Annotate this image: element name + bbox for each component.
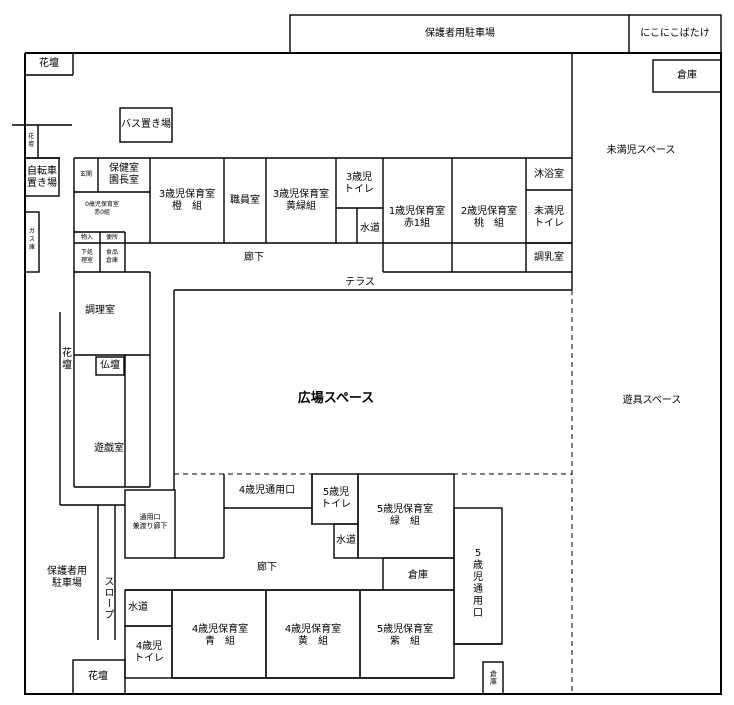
- toilet-3-label: 3歳児 トイレ: [344, 172, 374, 195]
- bicycle-box: [24, 157, 60, 197]
- slope-label: スロープ: [102, 576, 113, 620]
- kitchen-label: 調理室: [85, 305, 115, 316]
- flower-bed-small-label: 花 壇: [27, 133, 35, 148]
- room-5-purple-label: 5歳児保育室 紫 組: [376, 624, 434, 647]
- bicycle-label: 自転車 置き場: [27, 166, 57, 189]
- storage-under-label: 下処 理室: [80, 249, 94, 264]
- gas-label: ガ ス 庫: [28, 228, 36, 251]
- room-3-orange-label: 3歳児保育室 橙 組: [158, 189, 216, 212]
- passage-label: 通用口 兼渡り廊下: [132, 513, 168, 530]
- toilet-under3-label: 未満児 トイレ: [534, 206, 564, 229]
- toilet-small-label: 便所: [105, 234, 119, 241]
- storage-bottom-label: 倉庫: [489, 670, 498, 686]
- flower-bed-top-label: 花壇: [39, 58, 59, 69]
- room-2-label: 2歳児保育室 桃 組: [460, 206, 518, 229]
- entrance-label: 玄関: [79, 171, 93, 178]
- toilet-5-label: 5歳児 トイレ: [321, 487, 351, 510]
- terrace-label: テラス: [345, 277, 375, 288]
- space-under3-label: 未満児スペース: [606, 145, 676, 156]
- gas-box: [24, 211, 40, 273]
- nursery-name-label: にこにこばたけ: [640, 28, 710, 39]
- room-4-blue-label: 4歳児保育室 青 組: [191, 624, 249, 647]
- room-5-green-label: 5歳児保育室 緑 組: [376, 504, 434, 527]
- room-1-label: 1歳児保育室 赤1組: [388, 206, 446, 229]
- storage-small-label: 物入: [80, 234, 94, 241]
- play-equipment-label: 遊具スペース: [622, 395, 682, 406]
- parking-top-label: 保護者用駐車場: [425, 28, 495, 39]
- health-room-label: 保健室 園長室: [109, 163, 139, 186]
- flower-bed-left-label: 花 壇: [62, 348, 72, 371]
- altar-box: [95, 356, 125, 376]
- play-room-label: 遊戯室: [94, 443, 124, 454]
- flower-bed-bottom-box: [72, 659, 126, 695]
- room-3-green-label: 3歳児保育室 黄緑組: [272, 189, 330, 212]
- flower-bed-bottom-label: 花壇: [88, 671, 108, 682]
- bus-stop-box: [119, 107, 173, 143]
- entrance-4-label: 4歳児通用口: [238, 485, 296, 496]
- storage-top-right-box: [652, 59, 722, 93]
- entrance-5-label: 5 歳 児 通 用 口: [473, 548, 483, 619]
- storage-mid-label: 倉庫: [408, 570, 428, 581]
- room-4-yellow-label: 4歳児保育室 黄 組: [284, 624, 342, 647]
- bath-label: 沐浴室: [534, 169, 564, 180]
- parking-left-label: 保護者用 駐車場: [47, 566, 87, 589]
- storage-bottom-box: [482, 661, 504, 695]
- room-0-label: 0歳児保育室 赤0組: [85, 201, 119, 216]
- food-storage-label: 食品 倉庫: [105, 249, 119, 264]
- staff-room-label: 職員室: [230, 195, 260, 206]
- storage-top-right-label: 倉庫: [677, 70, 697, 81]
- corridor-top-label: 廊下: [244, 252, 264, 263]
- milk-room-label: 調乳室: [534, 252, 564, 263]
- bus-stop-label: バス置き場: [121, 119, 171, 130]
- water-5-label: 水道: [336, 535, 356, 546]
- toilet-4-label: 4歳児 トイレ: [134, 641, 164, 664]
- plaza-space-label: 広場スペース: [297, 391, 375, 406]
- water-4-label: 水道: [128, 602, 148, 613]
- corridor-bottom-label: 廊下: [257, 562, 277, 573]
- altar-label: 仏壇: [100, 360, 120, 371]
- water-3-label: 水道: [360, 223, 380, 234]
- passage-box: [124, 489, 176, 559]
